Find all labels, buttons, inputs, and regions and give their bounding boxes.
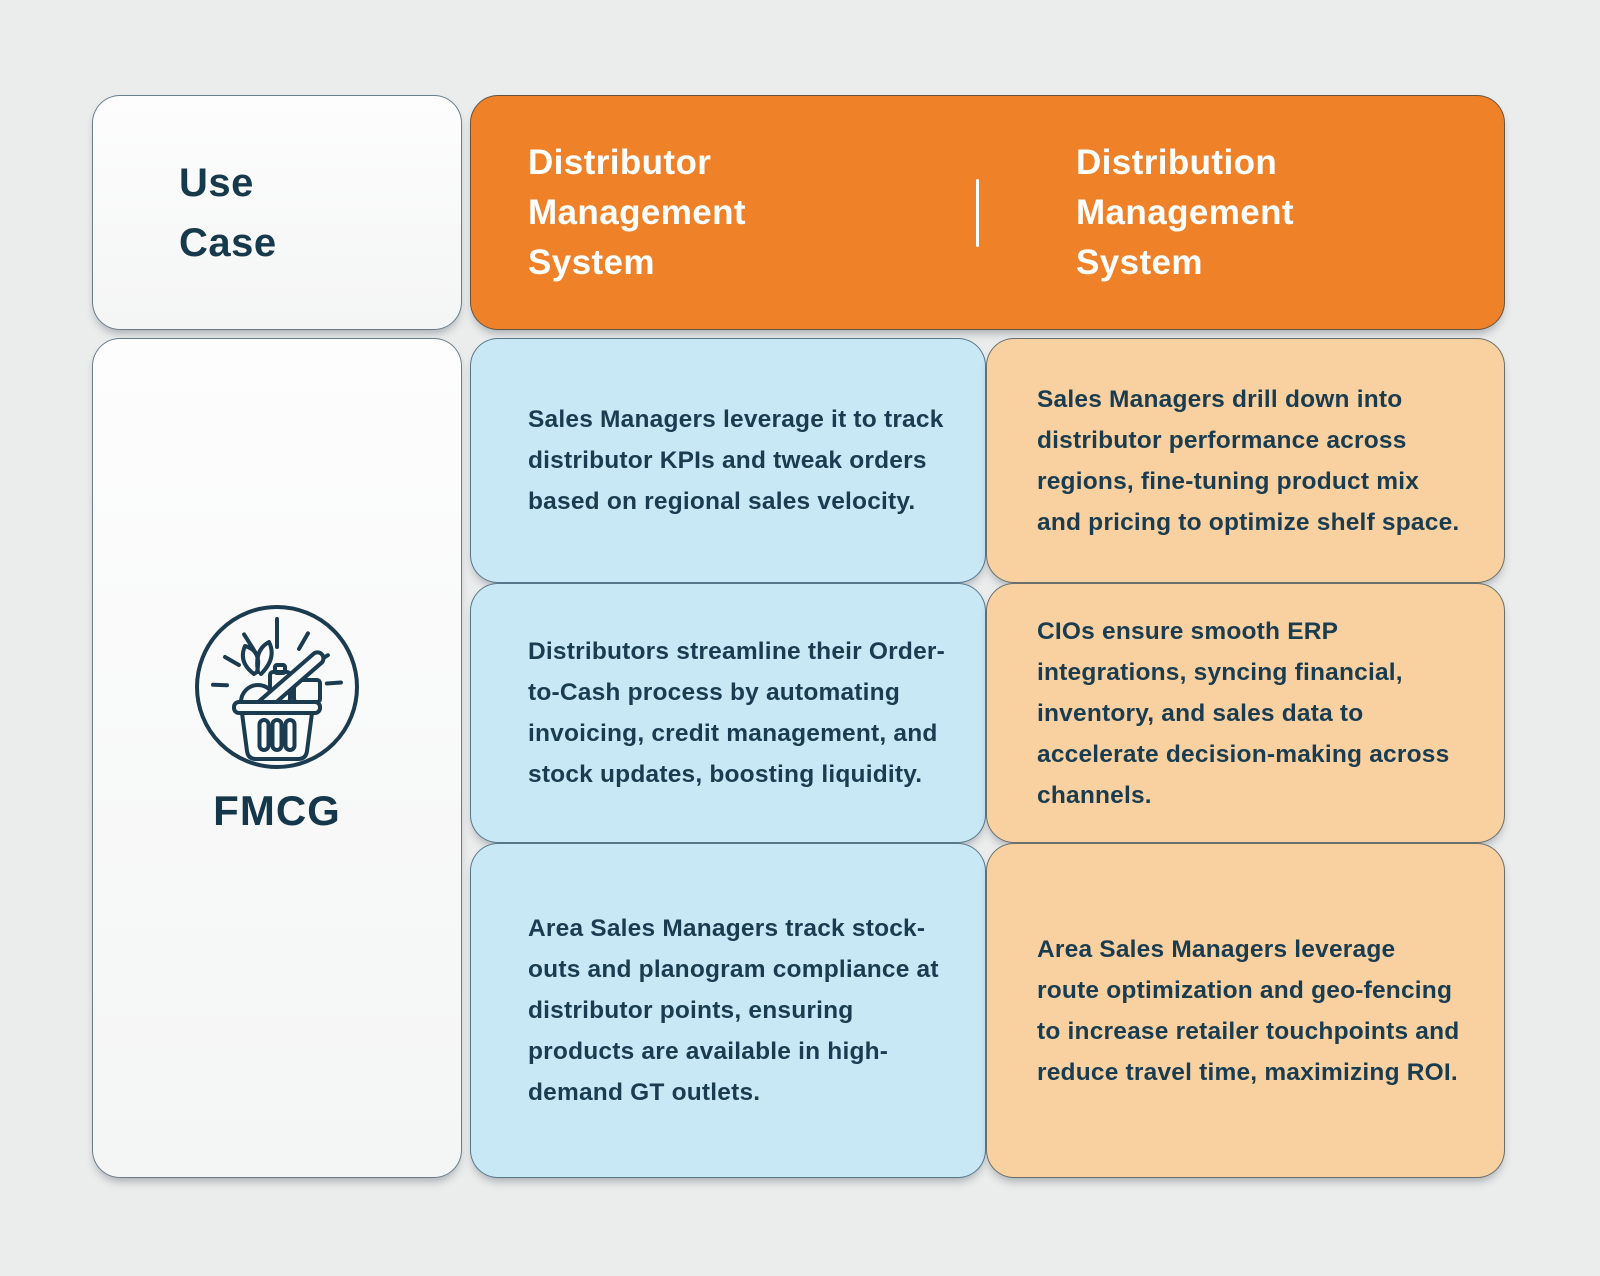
- use-case-label: Use Case: [179, 160, 277, 265]
- fmcg-row-header-card: FMCG: [92, 338, 462, 1178]
- cell-dms-distribution-row3: Area Sales Managers leverage route optim…: [986, 843, 1505, 1178]
- cell-dms-distributor-row3: Area Sales Managers track stock-outs and…: [470, 843, 986, 1178]
- fmcg-label: FMCG: [213, 787, 341, 834]
- cell-text: CIOs ensure smooth ERP integrations, syn…: [1037, 617, 1450, 809]
- column-headers-card: Distributor Management System Distributi…: [470, 95, 1505, 330]
- column-header-distribution-management-system: Distribution Management System: [1076, 142, 1294, 282]
- cell-text: Distributors streamline their Order-to-C…: [528, 638, 945, 788]
- use-case-header-card: Use Case: [92, 95, 462, 330]
- cell-text: Sales Managers drill down into distribut…: [1037, 385, 1460, 536]
- cell-dms-distribution-row2: CIOs ensure smooth ERP integrations, syn…: [986, 583, 1505, 843]
- cell-dms-distributor-row1: Sales Managers leverage it to track dist…: [470, 338, 986, 583]
- header-divider: [976, 178, 979, 247]
- cell-text: Sales Managers leverage it to track dist…: [528, 406, 944, 515]
- cell-dms-distributor-row2: Distributors streamline their Order-to-C…: [470, 583, 986, 843]
- cell-dms-distribution-row1: Sales Managers drill down into distribut…: [986, 338, 1505, 583]
- column-header-distributor-management-system: Distributor Management System: [528, 142, 746, 282]
- cell-text: Area Sales Managers leverage route optim…: [1037, 935, 1460, 1086]
- fmcg-basket-icon: [93, 592, 461, 782]
- cell-text: Area Sales Managers track stock-outs and…: [528, 915, 939, 1106]
